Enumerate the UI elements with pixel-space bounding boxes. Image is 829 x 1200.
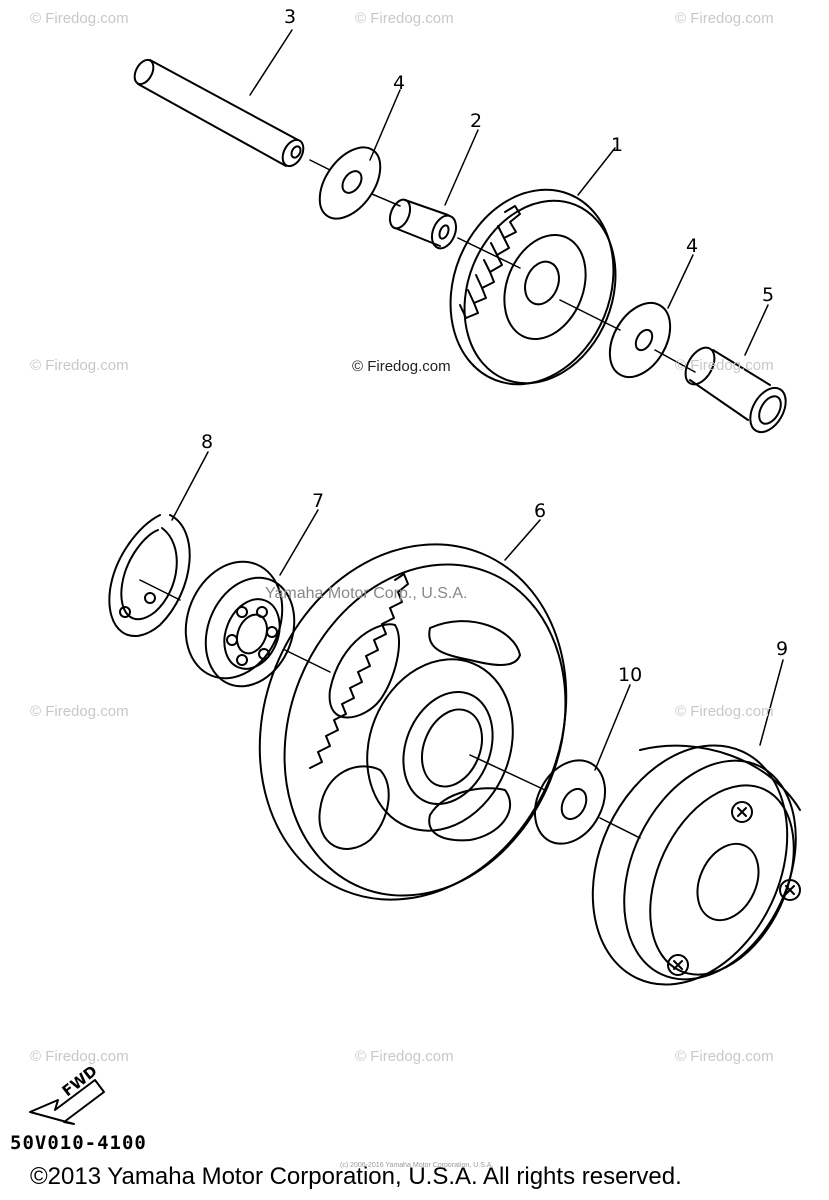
callout-6: 6 — [534, 500, 547, 522]
watermark: © Firedog.com — [30, 10, 129, 27]
copyright-notice: ©2013 Yamaha Motor Corporation, U.S.A. A… — [30, 1163, 682, 1190]
callout-4-upper: 4 — [393, 72, 406, 94]
starter-clutch-part-9 — [591, 744, 801, 986]
watermark: © Firedog.com — [30, 703, 129, 720]
watermark-firedog-dark: © Firedog.com — [352, 358, 451, 375]
washer-part-4-upper — [318, 146, 382, 220]
bearing-part-7 — [184, 560, 296, 688]
leader-lines — [171, 29, 784, 771]
shaft-part-3 — [133, 58, 305, 168]
watermark-yamaha: Yamaha Motor Corp., U.S.A. — [265, 585, 468, 602]
fwd-arrow-icon — [29, 1079, 105, 1125]
spacer-part-5 — [684, 346, 787, 434]
washer-part-10 — [533, 759, 607, 845]
callout-4-lower: 4 — [686, 235, 699, 257]
callout-9: 9 — [776, 638, 789, 660]
callout-7: 7 — [312, 490, 325, 512]
callout-10: 10 — [618, 664, 643, 686]
watermark: © Firedog.com — [675, 1048, 774, 1065]
idler-gear-part-1 — [449, 188, 617, 386]
starter-wheel-gear-part-6 — [258, 543, 568, 901]
tiny-copyright-note: (c) 2006-2016 Yamaha Motor Corporation, … — [340, 1162, 494, 1169]
callout-1: 1 — [611, 134, 624, 156]
circlip-part-8 — [108, 514, 191, 637]
watermark: © Firedog.com — [675, 703, 774, 720]
callout-3: 3 — [284, 6, 297, 28]
diagram-part-code: 50V010-4100 — [10, 1132, 147, 1154]
callout-2: 2 — [470, 110, 483, 132]
watermark: © Firedog.com — [675, 357, 774, 374]
watermark: © Firedog.com — [30, 357, 129, 374]
watermark: © Firedog.com — [355, 1048, 454, 1065]
washer-part-4-lower — [608, 302, 672, 378]
watermark: © Firedog.com — [675, 10, 774, 27]
watermark: © Firedog.com — [30, 1048, 129, 1065]
watermark: © Firedog.com — [355, 10, 454, 27]
callout-5: 5 — [762, 284, 775, 306]
callout-8: 8 — [201, 431, 214, 453]
collar-part-2 — [388, 198, 458, 250]
